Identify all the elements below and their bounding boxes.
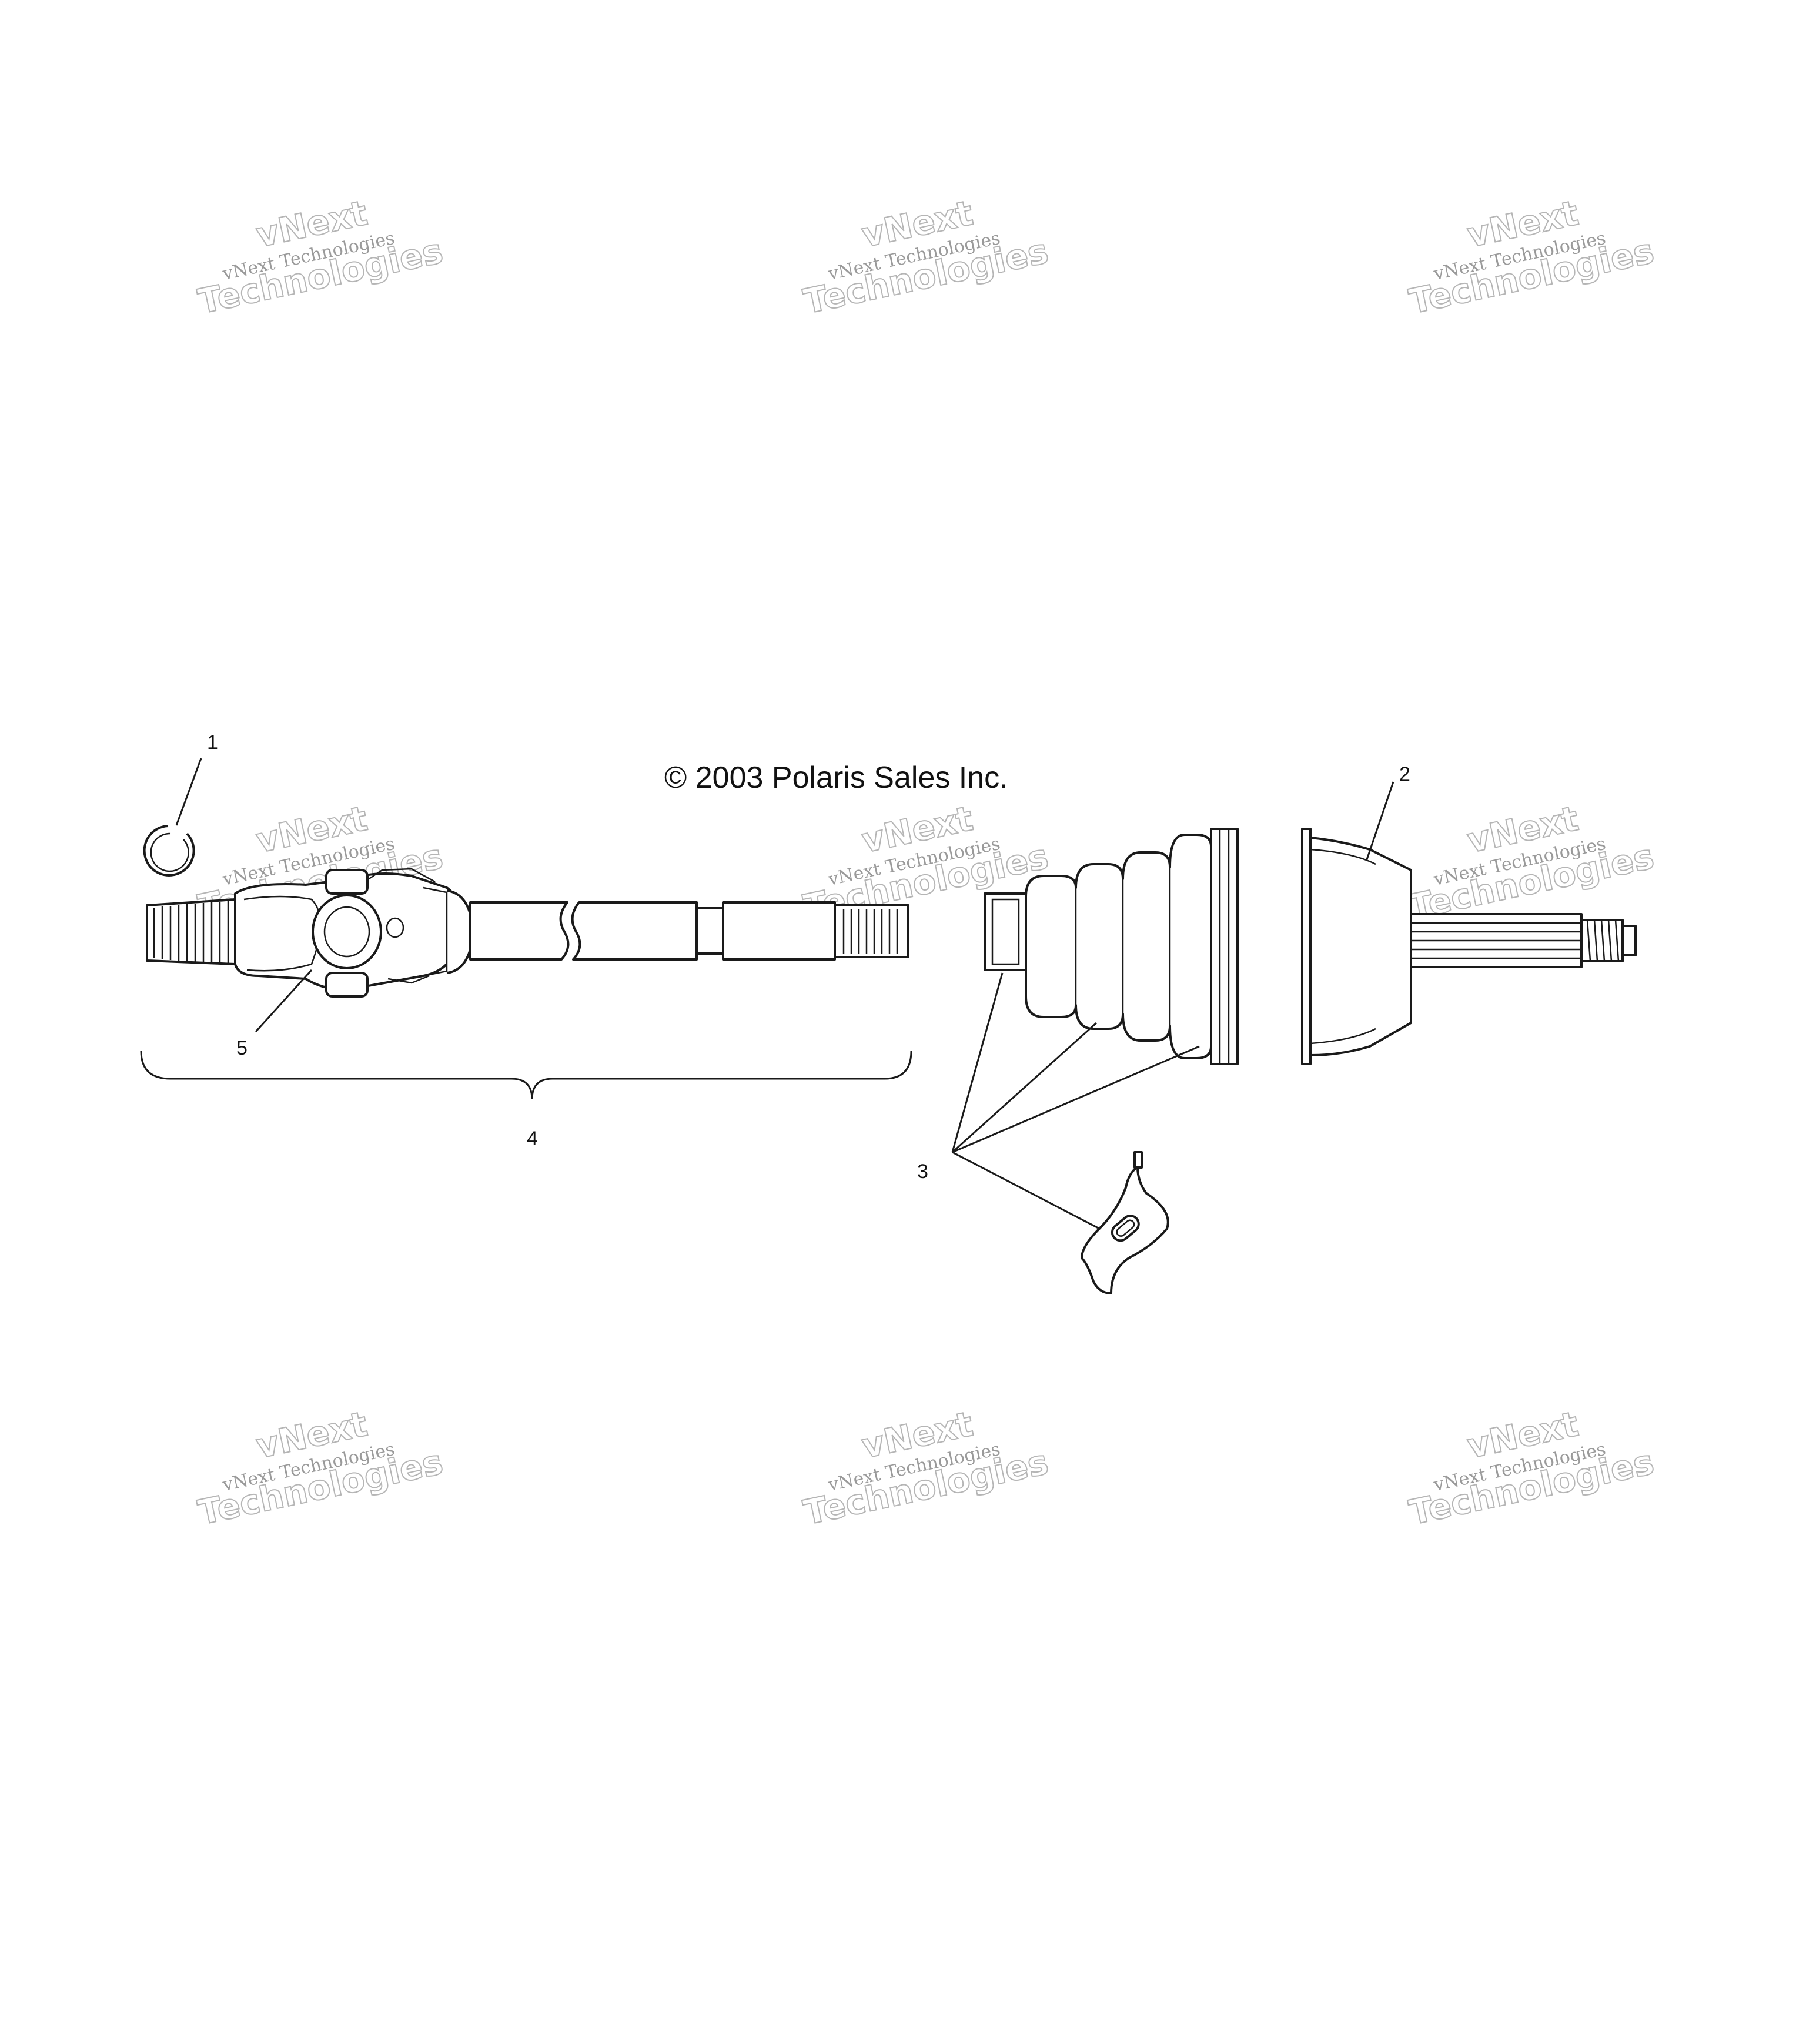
callout-2: 2 (1399, 763, 1410, 785)
spline-grooves-left (153, 901, 229, 964)
cv-boot[interactable] (984, 828, 1239, 1065)
leader-line-2 (1366, 781, 1394, 860)
watermark-top-right: vNext vNext Technologies Technologies (1405, 192, 1658, 322)
spline-grooves-stub (1411, 922, 1581, 959)
u-joint-cross[interactable] (312, 869, 404, 998)
watermark-bottom-right: vNext vNext Technologies Technologies (1405, 1403, 1658, 1533)
leader-line-1 (175, 758, 202, 826)
callout-5: 5 (236, 1037, 248, 1059)
grease-packet[interactable] (1081, 1151, 1169, 1294)
leader-line-3d (952, 1151, 1100, 1230)
retaining-ring[interactable] (143, 825, 195, 877)
watermark-top-center: vNext vNext Technologies Technologies (800, 192, 1052, 322)
leader-line-5 (255, 969, 313, 1033)
callout-3: 3 (917, 1160, 928, 1183)
assembly-brace (140, 1051, 912, 1100)
leader-line-3a (951, 972, 1004, 1153)
drive-shaft-assembly[interactable] (146, 868, 909, 998)
copyright-text: © 2003 Polaris Sales Inc. (664, 761, 1008, 795)
watermark-mid-right: vNext vNext Technologies Technologies (1405, 798, 1658, 928)
cv-joint-stub[interactable] (1301, 828, 1637, 1065)
thread-lines (1586, 919, 1620, 962)
callout-4: 4 (527, 1128, 538, 1150)
leader-line-3c (952, 1045, 1200, 1153)
leader-line-3b (951, 1022, 1098, 1153)
callout-1: 1 (207, 731, 218, 754)
watermark-top-left: vNext vNext Technologies Technologies (194, 192, 447, 322)
watermark-bottom-left: vNext vNext Technologies Technologies (194, 1403, 447, 1533)
spline-grooves-right (842, 909, 898, 954)
watermark-bottom-center: vNext vNext Technologies Technologies (800, 1403, 1052, 1533)
